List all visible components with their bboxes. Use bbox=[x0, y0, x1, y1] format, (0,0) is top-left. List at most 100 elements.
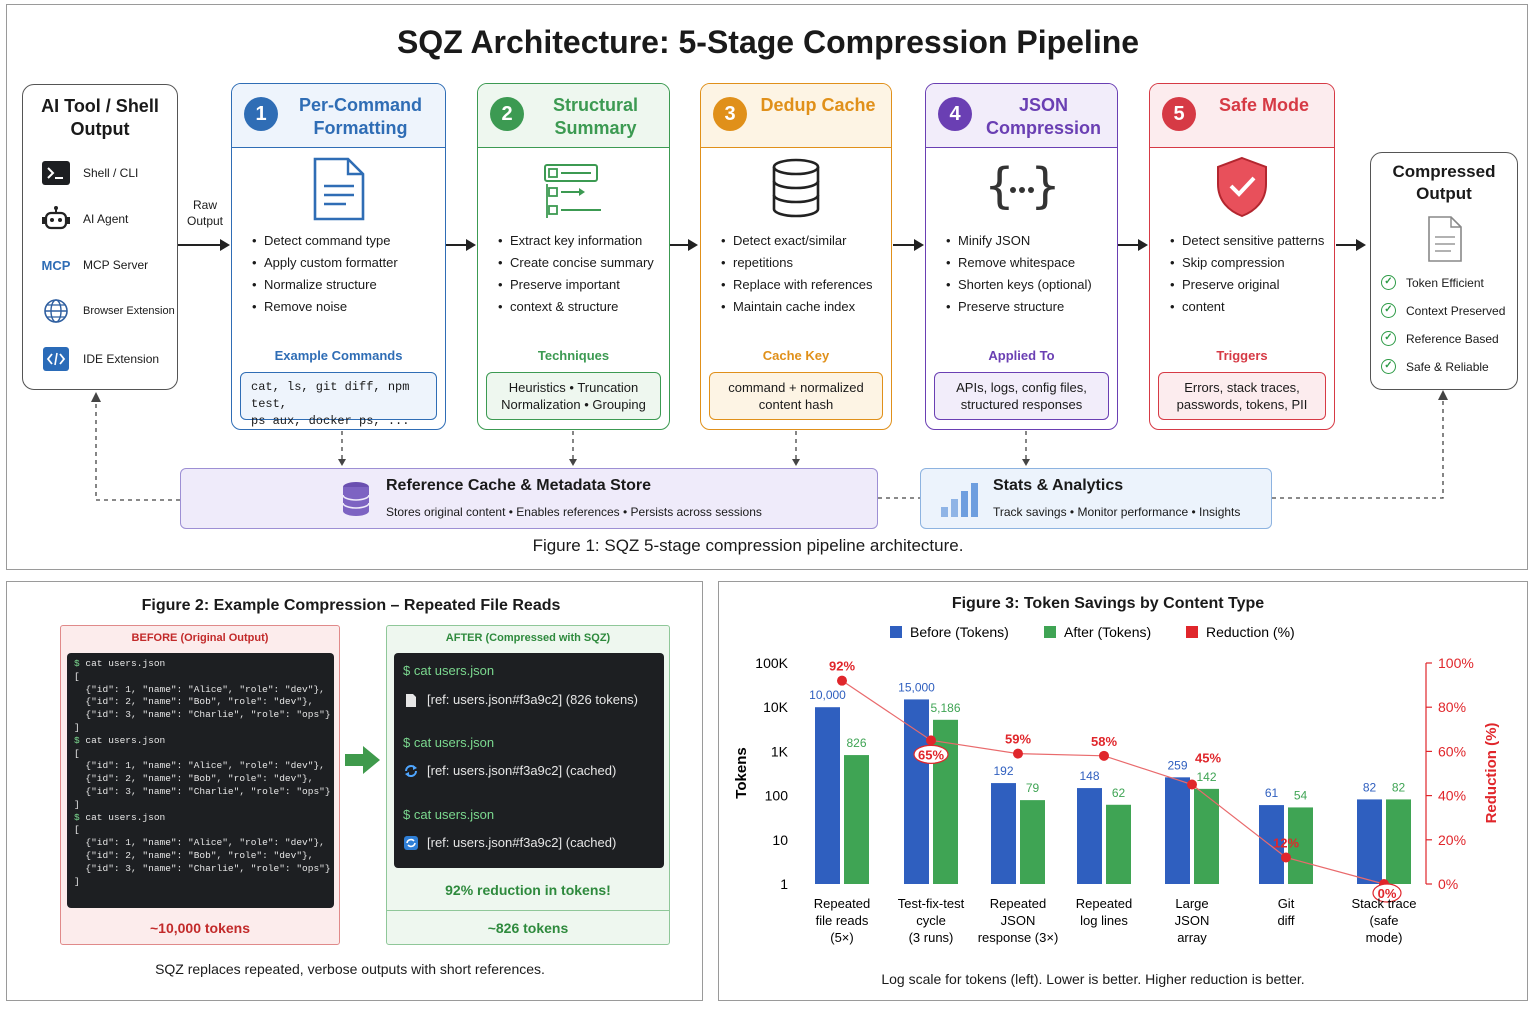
bar-before bbox=[815, 707, 840, 884]
stage-sub-label: Cache Key bbox=[762, 348, 830, 363]
x-tick-label: JSON bbox=[1001, 913, 1036, 928]
reduction-label: 0% bbox=[1378, 886, 1397, 901]
after-ref: [ref: users.json#f3a9c2] (cached) bbox=[427, 835, 617, 850]
arrow-head bbox=[688, 239, 698, 251]
stage-card-4: 4 JSON Compression {} Minify JSONRemove … bbox=[925, 83, 1118, 430]
y2-tick-label: 100% bbox=[1438, 655, 1474, 671]
connector-lines bbox=[91, 390, 1448, 501]
mcp-icon: MCP bbox=[41, 257, 71, 273]
stage-bullet: Minify JSON bbox=[946, 230, 1109, 252]
stage-card-1: 1 Per-Command Formatting Detect command … bbox=[231, 83, 446, 430]
bar-after bbox=[844, 755, 869, 884]
token-savings-chart: Before (Tokens)After (Tokens)Reduction (… bbox=[733, 624, 1500, 945]
stage-sub-box: Heuristics • Truncation Normalization • … bbox=[486, 372, 661, 420]
reduction-point bbox=[926, 735, 936, 746]
globe-icon bbox=[41, 297, 71, 325]
divider bbox=[387, 910, 669, 911]
y-tick-label: 10K bbox=[763, 699, 789, 715]
stage-bullet: content bbox=[1170, 296, 1326, 318]
bar-before bbox=[1165, 777, 1190, 884]
reduction-point bbox=[837, 675, 847, 686]
before-tokens: ~10,000 tokens bbox=[149, 920, 250, 936]
legend-label: After (Tokens) bbox=[1064, 624, 1151, 640]
stage-bullet: repetitions bbox=[721, 252, 883, 274]
arrow bbox=[893, 244, 915, 246]
x-tick-label: Stack trace bbox=[1351, 896, 1416, 911]
svg-text:}: } bbox=[1031, 158, 1059, 214]
x-tick-label: (3 runs) bbox=[909, 930, 954, 945]
cache-store-subtitle: Stores original content • Enables refere… bbox=[386, 505, 762, 519]
terminal-line: {"id": 1, "name": "Alice", "role": "dev"… bbox=[74, 837, 325, 849]
terminal-line: [ bbox=[74, 747, 80, 759]
terminal-line: {"id": 1, "name": "Alice", "role": "dev"… bbox=[74, 683, 325, 695]
bar-before bbox=[1077, 788, 1102, 884]
reduction-label: 45% bbox=[1195, 751, 1221, 766]
terminal-line: {"id": 2, "name": "Bob", "role": "dev"}, bbox=[74, 773, 314, 785]
terminal-line: ] bbox=[74, 798, 80, 810]
bar-chart-icon bbox=[939, 481, 979, 524]
reduction-point bbox=[1281, 852, 1291, 863]
bar-after-label: 826 bbox=[846, 736, 866, 750]
reduction-text: 92% reduction in tokens! bbox=[445, 882, 611, 898]
stage-bullet: Detect exact/similar bbox=[721, 230, 883, 252]
y-tick-label: 1 bbox=[780, 876, 788, 892]
y-tick-label: 100K bbox=[755, 655, 788, 671]
stage-bullet: Remove noise bbox=[252, 296, 437, 318]
after-cmd: $ cat users.json bbox=[403, 663, 495, 678]
shield-check-icon bbox=[1150, 156, 1334, 223]
stage-sub-box: cat, ls, git diff, npm test, ps aux, doc… bbox=[240, 372, 437, 428]
y2-tick-label: 60% bbox=[1438, 743, 1466, 759]
stage-bullets: Minify JSONRemove whitespaceShorten keys… bbox=[946, 230, 1109, 318]
before-terminal: $ cat users.json[ {"id": 1, "name": "Ali… bbox=[67, 653, 334, 908]
after-ref: [ref: users.json#f3a9c2] (cached) bbox=[427, 763, 617, 778]
output-item-label: Token Efficient bbox=[1406, 275, 1484, 290]
terminal-line: ] bbox=[74, 875, 80, 887]
terminal-line: $ cat users.json bbox=[74, 734, 166, 746]
output-title: Compressed Output bbox=[1392, 162, 1496, 203]
stage-bullets: Detect command typeApply custom formatte… bbox=[252, 230, 437, 318]
legend-swatch bbox=[890, 626, 902, 638]
y-axis-label: Tokens bbox=[733, 747, 750, 798]
terminal-line: {"id": 2, "name": "Bob", "role": "dev"}, bbox=[74, 696, 314, 708]
terminal-line: {"id": 1, "name": "Alice", "role": "dev"… bbox=[74, 760, 325, 772]
reduction-label: 12% bbox=[1273, 835, 1299, 850]
stage-number: 2 bbox=[490, 97, 524, 131]
x-tick-label: Git bbox=[1278, 896, 1295, 911]
stage-bullet: Apply custom formatter bbox=[252, 252, 437, 274]
list-structure-icon bbox=[478, 162, 669, 227]
output-item: ✓ Reference Based bbox=[1381, 331, 1499, 346]
stage-bullet: Preserve important bbox=[498, 274, 661, 296]
figure2-title: Figure 2: Example Compression – Repeated… bbox=[141, 597, 561, 614]
reduction-label-badge bbox=[913, 744, 949, 764]
bar-before-label: 10,000 bbox=[809, 688, 846, 702]
stage-title: Dedup Cache bbox=[760, 95, 876, 115]
before-label: BEFORE (Original Output) bbox=[131, 632, 269, 644]
bar-before bbox=[1357, 799, 1382, 884]
stage-card-3: 3 Dedup Cache Detect exact/similarrepeti… bbox=[700, 83, 892, 430]
terminal-line: [ bbox=[74, 824, 80, 836]
bar-before bbox=[991, 783, 1016, 884]
arrow-head bbox=[1138, 239, 1148, 251]
x-tick-label: Test-fix-test bbox=[898, 896, 965, 911]
stage-bullet: Preserve original bbox=[1170, 274, 1326, 296]
stats-title: Stats & Analytics bbox=[993, 477, 1124, 494]
source-item-agent: AI Agent bbox=[41, 203, 128, 235]
check-icon: ✓ bbox=[1381, 331, 1396, 346]
arrow-right-icon bbox=[345, 745, 381, 780]
bar-before bbox=[1259, 805, 1284, 884]
x-tick-label: mode) bbox=[1366, 930, 1403, 945]
arrow bbox=[670, 244, 690, 246]
bar-after-label: 62 bbox=[1112, 786, 1126, 800]
stage-bullet: Maintain cache index bbox=[721, 296, 883, 318]
stage-bullets: Detect sensitive patternsSkip compressio… bbox=[1170, 230, 1326, 318]
bar-after-label: 79 bbox=[1026, 781, 1040, 795]
after-cmd: $ cat users.json bbox=[403, 735, 495, 750]
reduction-label: 59% bbox=[1005, 732, 1031, 747]
y2-tick-label: 80% bbox=[1438, 699, 1466, 715]
output-item-label: Reference Based bbox=[1406, 331, 1499, 346]
stage-card-5: 5 Safe Mode Detect sensitive patternsSki… bbox=[1149, 83, 1335, 430]
bar-after bbox=[1194, 788, 1219, 884]
check-icon: ✓ bbox=[1381, 275, 1396, 290]
stage-bullet: Replace with references bbox=[721, 274, 883, 296]
bar-before-label: 82 bbox=[1363, 780, 1377, 794]
